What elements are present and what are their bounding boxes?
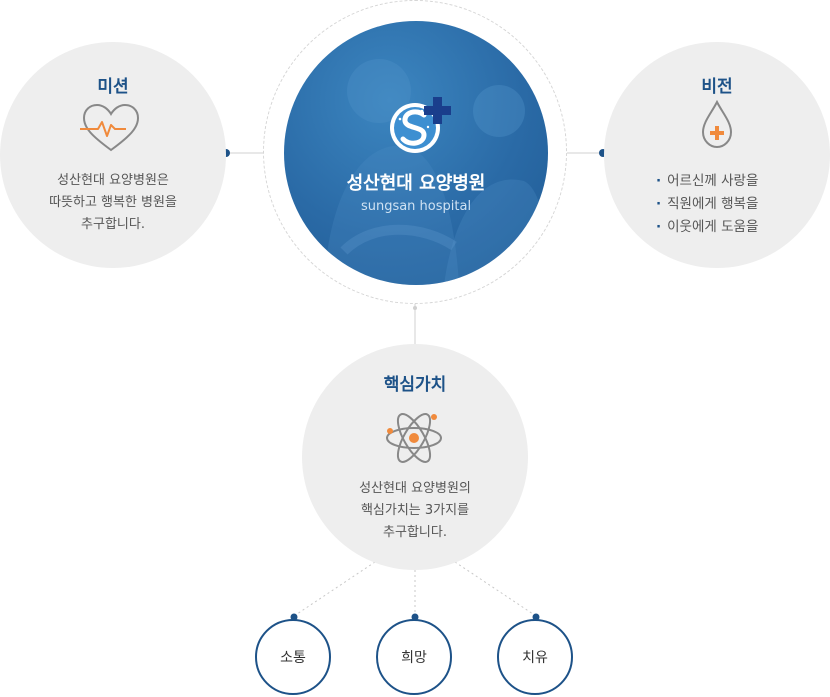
vision-title: 비전 bbox=[701, 77, 733, 97]
hospital-s-plus-logo bbox=[390, 97, 451, 153]
core-desc-line: 핵심가치는 3가지를 bbox=[360, 503, 470, 518]
vision-item: 이웃에게 도움을 bbox=[656, 216, 758, 239]
mission-desc-line: 추구합니다. bbox=[81, 217, 145, 232]
center-title: 성산현대 요양병원 bbox=[346, 173, 486, 194]
vision-item: 어르신께 사랑을 bbox=[656, 170, 758, 193]
atom-icon bbox=[386, 413, 442, 463]
value-circle-hope: 희망 bbox=[376, 619, 452, 695]
vision-circle: 비전 어르신께 사랑을 직원에게 행복을 이웃에게 도움을 bbox=[604, 42, 830, 268]
center-dashed-ring bbox=[263, 0, 567, 304]
core-values-circle: 핵심가치 성산현대 요양병원의 핵심가치는 3가지를 추구합니다. bbox=[302, 344, 528, 570]
value-label: 희망 bbox=[401, 650, 427, 666]
drop-plus-icon bbox=[701, 100, 733, 149]
background-photo-illustration bbox=[324, 59, 548, 285]
mission-circle: 미션 성산현대 요양병원은 따뜻하고 행복한 병원을 추구합니다. bbox=[0, 42, 226, 268]
value-label: 소통 bbox=[280, 650, 306, 666]
mission-description: 성산현대 요양병원은 따뜻하고 행복한 병원을 추구합니다. bbox=[0, 170, 226, 236]
vision-item: 직원에게 행복을 bbox=[656, 193, 758, 216]
value-circle-healing: 치유 bbox=[497, 619, 573, 695]
value-circle-communication: 소통 bbox=[255, 619, 331, 695]
core-values-title: 핵심가치 bbox=[383, 375, 447, 395]
mission-title: 미션 bbox=[97, 77, 129, 97]
heart-pulse-icon bbox=[80, 103, 140, 152]
value-label: 치유 bbox=[522, 650, 548, 666]
center-hospital-circle: 성산현대 요양병원 sungsan hospital bbox=[284, 21, 548, 285]
center-subtitle: sungsan hospital bbox=[360, 199, 472, 214]
mission-desc-line: 성산현대 요양병원은 bbox=[57, 173, 169, 188]
core-desc-line: 추구합니다. bbox=[383, 525, 447, 540]
vision-list: 어르신께 사랑을 직원에게 행복을 이웃에게 도움을 bbox=[656, 170, 758, 239]
mission-desc-line: 따뜻하고 행복한 병원을 bbox=[49, 195, 177, 210]
core-values-description: 성산현대 요양병원의 핵심가치는 3가지를 추구합니다. bbox=[302, 478, 528, 544]
core-desc-line: 성산현대 요양병원의 bbox=[359, 481, 471, 496]
